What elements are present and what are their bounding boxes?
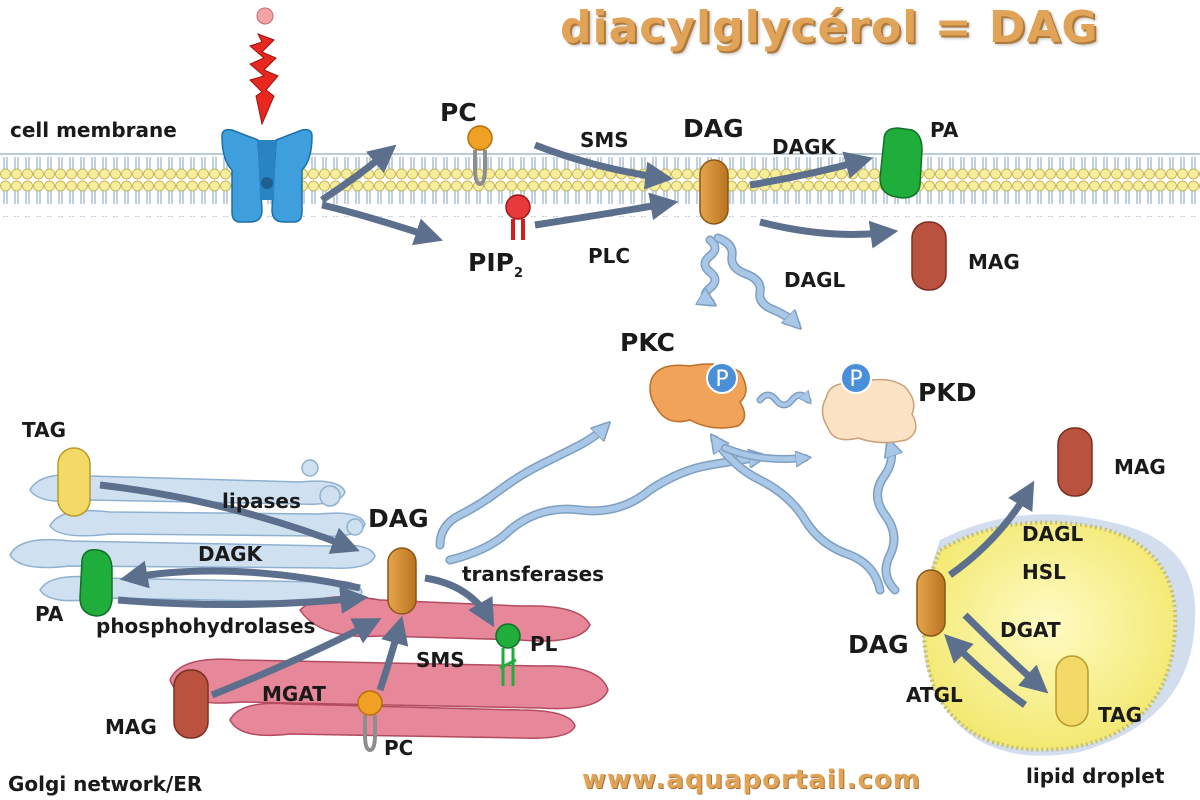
label-transferases: transferases <box>462 562 605 586</box>
mag-molecule-left <box>173 669 209 739</box>
label-atgl: ATGL <box>906 683 963 707</box>
dag-molecule-right <box>916 569 946 637</box>
lipid-droplet <box>921 514 1196 756</box>
label-mag-left: MAG <box>105 715 157 739</box>
pip2-lipid <box>505 194 531 240</box>
label-lipid-droplet: lipid droplet <box>1026 764 1165 788</box>
label-mgat: MGAT <box>262 682 326 706</box>
pa-molecule-top <box>879 127 923 199</box>
label-dag-right: DAG <box>848 630 909 659</box>
pa-molecule-left <box>79 548 113 617</box>
pkc-enzyme: P <box>649 362 747 429</box>
label-mag-right: MAG <box>1114 455 1166 479</box>
label-mag-top: MAG <box>968 250 1020 274</box>
membrane-receptor <box>221 128 313 223</box>
label-dgat: DGAT <box>1000 618 1061 642</box>
svg-text:P: P <box>849 367 862 392</box>
page-title: diacylglycérol = DAG <box>560 2 1099 53</box>
label-pip2: PIP2 <box>468 248 523 281</box>
ligand-icon <box>256 7 274 25</box>
pkd-phospho-icon <box>840 362 872 394</box>
label-pc-top: PC <box>440 98 477 127</box>
label-hsl: HSL <box>1022 560 1066 584</box>
label-dagk-top: DAGK <box>772 135 836 159</box>
signal-bolt-icon <box>249 33 279 126</box>
label-dagl-right: DAGL <box>1022 522 1084 546</box>
label-dagk-left: DAGK <box>198 542 262 566</box>
pkc-phospho-icon <box>706 362 738 394</box>
mag-molecule-top <box>911 221 947 291</box>
label-phosphohydrolases: phosphohydrolases <box>96 614 316 638</box>
mag-molecule-right <box>1057 427 1093 497</box>
pkd-enzyme: P <box>821 362 917 444</box>
tag-molecule-left <box>57 447 91 517</box>
label-pkd: PKD <box>918 378 977 407</box>
label-pkc: PKC <box>620 328 675 357</box>
label-tag-right: TAG <box>1098 703 1142 727</box>
pl-lipid <box>495 623 521 686</box>
tag-molecule-right <box>1055 655 1089 727</box>
label-sms-bottom: SMS <box>416 648 465 672</box>
label-lipases: lipases <box>222 489 301 513</box>
label-pc-bottom: PC <box>384 736 414 760</box>
label-dag-top: DAG <box>683 114 744 143</box>
label-tag-left: TAG <box>22 418 66 442</box>
endoplasmic-reticulum <box>169 595 609 739</box>
label-dagl-top: DAGL <box>784 268 846 292</box>
dag-molecule-top <box>699 159 729 225</box>
label-golgi: Golgi network/ER <box>8 772 203 796</box>
label-dag-left: DAG <box>368 504 429 533</box>
footer-url: www.aquaportail.com <box>582 765 921 795</box>
pc-lipid-top <box>467 125 493 186</box>
svg-text:P: P <box>715 367 728 392</box>
label-pa-top: PA <box>930 118 959 142</box>
label-pa-left: PA <box>35 602 64 626</box>
dag-molecule-left <box>387 547 417 615</box>
pc-lipid-bottom <box>357 690 383 752</box>
label-plc: PLC <box>588 244 631 268</box>
label-pl: PL <box>530 632 558 656</box>
label-cell-membrane: cell membrane <box>10 118 177 142</box>
label-sms-top: SMS <box>580 128 629 152</box>
